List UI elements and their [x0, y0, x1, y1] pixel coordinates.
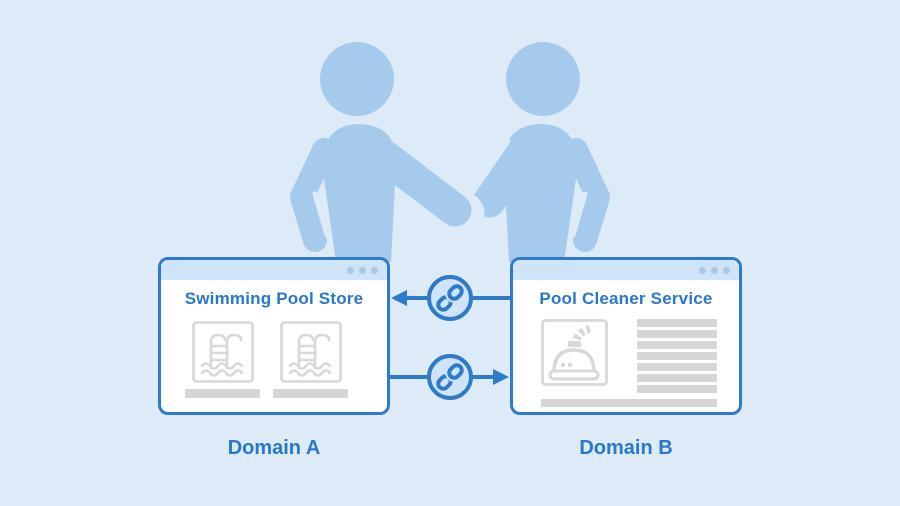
text-line-placeholder-wide — [541, 399, 717, 407]
text-line-placeholder — [637, 330, 717, 338]
text-line-placeholder — [637, 352, 717, 360]
window-dot-icon — [347, 266, 354, 274]
caption-placeholder — [185, 389, 260, 398]
arrow-left-icon — [391, 290, 407, 306]
browser-window-domain-b: Pool Cleaner Service — [510, 257, 742, 415]
text-line-placeholder — [637, 341, 717, 349]
text-line-placeholder — [637, 363, 717, 371]
link-connector-top — [391, 275, 512, 321]
person-right-silhouette — [470, 42, 610, 262]
domain-a-label: Domain A — [227, 437, 321, 459]
window-title: Pool Cleaner Service — [539, 289, 713, 308]
window-title: Swimming Pool Store — [184, 289, 364, 308]
pool-ladder-icon — [279, 321, 342, 383]
handshake-hands — [359, 133, 485, 237]
link-connector-bottom — [388, 354, 509, 400]
product-placeholder — [185, 321, 260, 398]
window-dot-icon — [723, 266, 730, 274]
product-placeholder — [273, 321, 348, 398]
domain-b-label: Domain B — [579, 437, 673, 459]
text-line-placeholder — [637, 385, 717, 393]
caption-placeholder — [273, 389, 348, 398]
text-line-placeholder — [637, 374, 717, 382]
pool-cleaner-robot-icon — [541, 319, 608, 386]
chain-link-icon — [436, 361, 466, 391]
pool-ladder-icon — [191, 321, 254, 383]
browser-window-domain-a: Swimming Pool Store — [158, 257, 390, 415]
window-header — [513, 260, 739, 280]
chain-link-icon — [436, 282, 466, 312]
arrow-right-icon — [493, 369, 509, 385]
text-line-placeholder — [637, 319, 717, 327]
window-dot-icon — [711, 266, 718, 274]
window-dot-icon — [699, 266, 706, 274]
window-header — [161, 260, 387, 280]
text-placeholder-block — [637, 319, 717, 393]
window-dot-icon — [371, 266, 378, 274]
window-dot-icon — [359, 266, 366, 274]
person-left-silhouette — [290, 42, 472, 262]
